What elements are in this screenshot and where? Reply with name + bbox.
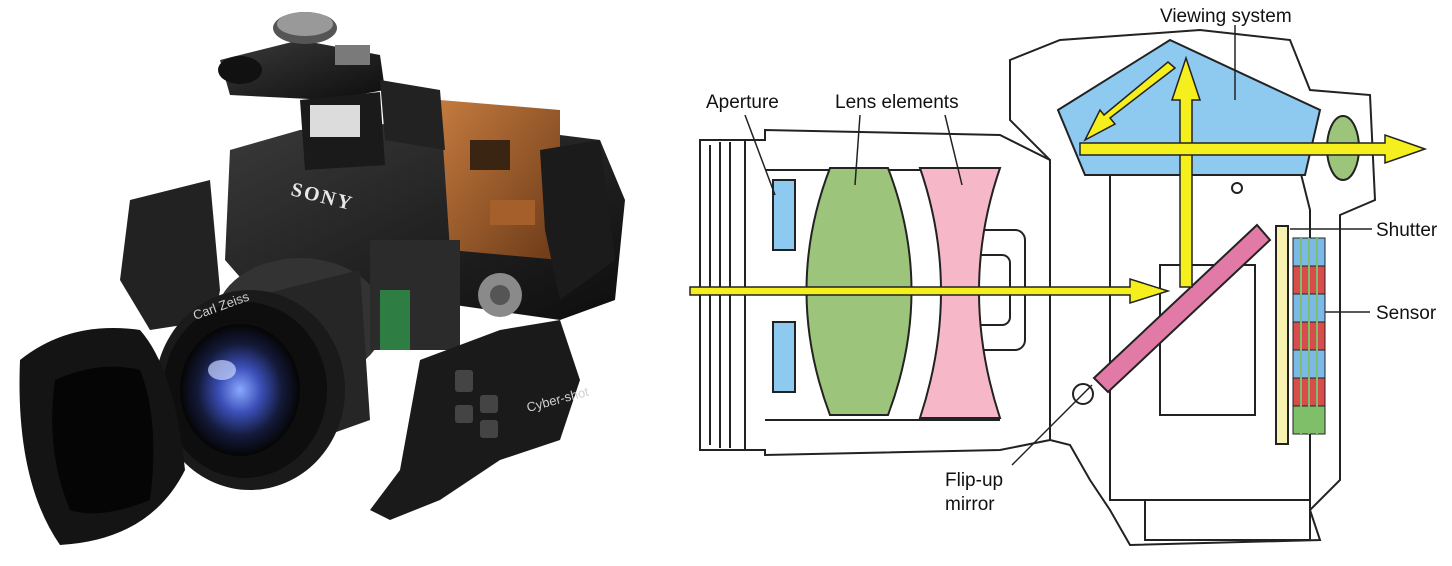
shutter: [1275, 225, 1289, 445]
circuit-board: [380, 80, 560, 260]
label-mirror: mirror: [945, 494, 995, 515]
mechanism-block: [370, 240, 522, 350]
top-dial-assembly: [218, 12, 385, 100]
slr-cross-section-diagram: Viewing system Aperture Lens elements Sh…: [640, 0, 1452, 566]
front-grip: Cyber-shot: [370, 320, 591, 520]
side-door: [120, 180, 220, 330]
label-viewing-system: Viewing system: [1160, 6, 1292, 27]
label-lens-elements: Lens elements: [835, 92, 959, 113]
label-sensor: Sensor: [1376, 303, 1437, 324]
slr-diagram-svg: Viewing system Aperture Lens elements Sh…: [689, 6, 1438, 547]
flip-up-mirror: [1092, 223, 1272, 394]
rear-grip: [540, 140, 615, 300]
leader-lines: [744, 25, 1372, 466]
light-path: [689, 55, 1428, 305]
aperture-blade-bottom: [772, 321, 796, 393]
exploded-camera-photo: SONY Carl Zeiss: [0, 0, 640, 566]
lens-assembly: Carl Zeiss: [155, 258, 385, 490]
exploded-camera-illustration: SONY Carl Zeiss: [19, 12, 625, 545]
sensor: [1292, 237, 1326, 435]
aperture-blade-top: [772, 179, 796, 251]
label-shutter: Shutter: [1376, 220, 1438, 241]
label-aperture: Aperture: [706, 92, 779, 113]
label-flip-up: Flip-up: [945, 470, 1003, 491]
